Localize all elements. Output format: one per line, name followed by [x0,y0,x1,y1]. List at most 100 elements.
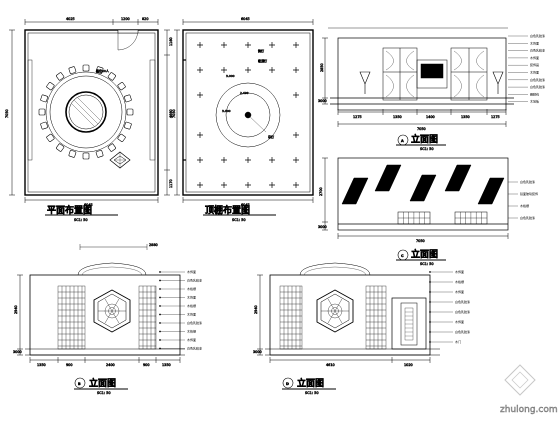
ceiling-light-icon [197,92,203,98]
plan-chair [82,64,90,72]
elev-a-dim-bottom-3: 1400 [426,115,435,119]
elev-c-dim-left-1: 2700 [319,187,323,196]
plan-chair [124,121,132,130]
elev-a-label: 木饰面 [530,40,539,45]
elev-a-letter: A [401,139,404,143]
elev-a-label: 踢脚线 [530,91,539,96]
plan-dim-left: 7050 [5,109,9,118]
elev-c-grilles [398,212,487,224]
elev-b-label: 白色乳胶漆 [187,320,202,325]
ceiling-dim-left: 7050 [172,109,176,118]
ceiling-light-icon [197,132,203,138]
elev-b-letter: B [78,382,81,386]
ceiling-light-icon [197,157,203,163]
ceiling-light-icon [221,42,227,48]
ceiling-light-icon [293,67,299,73]
elev-c-label: 白色乳胶漆 [520,215,535,220]
elev-c-label: 白色乳胶漆 [520,179,535,184]
elev-b-label: 白色乳胶漆 [187,278,202,283]
ceiling-light-icon [221,157,227,163]
elev-c-glass-panel [374,164,402,192]
elev-b-dim-bottom-4: 900 [143,363,149,367]
ceiling-light-icon [197,42,203,48]
elevation-b: 2880 2940 3000 1350 900 2400 900 1350 木饰… [13,243,202,396]
elev-d-dim-bottom-1: 4610 [326,363,335,367]
ceiling-view: 6045 3,000 2,400 3,000 筒灯 吸顶灯 吊灯 6045 70… [172,17,314,222]
elev-c-label: 木格栅 [520,203,529,208]
plan-chairs [38,64,134,160]
elev-b-label: 木饰面 [187,269,196,274]
elev-c-glass-panels [341,164,505,205]
elev-b-label: 木饰面 [187,312,196,317]
elev-c-glass-panel [409,174,437,202]
plan-chair [56,72,65,81]
elev-b-dim-bottom-1: 1350 [37,363,46,367]
elev-b-dim-top: 2880 [149,243,158,247]
elev-a-label: 木饰面 [530,55,539,60]
elev-c-dim-left-2: 3000 [318,225,327,229]
ceiling-light-icon [245,157,251,163]
ceiling-light-icon [293,42,299,48]
elevation-d: 2940 3000 4610 1020 木饰面木格栅木饰面白色乳胶漆白色乳胶漆木… [253,262,470,395]
ceiling-light-icon [293,182,299,188]
plan-chair [107,143,116,152]
ceiling-note-2: 吸顶灯 [258,58,267,63]
elev-d-label: 木饰面 [455,289,464,294]
plan-chair [95,150,104,158]
plan-chair [46,133,55,142]
elev-b-label: 木格栅 [187,286,196,291]
watermark: zhulong.com [500,364,558,415]
elev-b-title: 立面图 [89,377,116,389]
elev-a-label: 木地板 [530,99,539,104]
plan-dim-top-2: 1200 [121,17,130,21]
elev-b-dim-left-1: 2940 [14,305,18,314]
ceiling-light-icon [293,92,299,98]
elev-d-title: 立面图 [297,377,324,389]
elev-d-door [391,297,427,350]
elev-c-label: 镜面玻璃装饰 [520,191,538,196]
plan-chair [40,121,48,130]
plan-scale: SC1: 50 [74,218,88,222]
elev-c-glass-panel [444,164,472,192]
elev-c-dim-total: 7050 [416,239,425,243]
elev-a-label: 白色乳胶漆 [530,33,545,38]
ceiling-note-1: 筒灯 [258,48,264,53]
ceiling-light-icon [197,182,203,188]
elev-d-hex-ornament [321,298,349,324]
elev-c-title: 立面图 [411,248,438,260]
elev-b-lattice-panels [57,285,157,350]
plan-dim-top-1: 4025 [66,17,75,21]
elev-a-dim-left-2: 3000 [318,99,327,103]
ceiling-light-icon [269,182,275,188]
elev-b-label: 白色乳胶漆 [187,346,202,351]
ceiling-light-icon [269,67,275,73]
elev-c-letter: C [401,254,404,258]
elev-d-dim-bottom-2: 1020 [404,363,413,367]
elev-b-dim-bottom-5: 1350 [162,363,171,367]
ceiling-title: 顶棚布置图 [205,204,250,216]
elev-d-dim-left-2: 3000 [253,350,262,354]
elev-d-label: 木饰面 [455,319,464,324]
ceiling-note-3: 吊灯 [268,134,274,139]
plan-dim-bottom: 6045 [84,203,93,207]
elevation-a: 2850 3000 1275 1350 1400 1350 1275 7050 … [318,27,545,151]
elev-a-label: 白色乳胶漆 [530,77,545,82]
elev-d-label: 木门 [455,339,461,344]
elev-d-label: 白色乳胶漆 [455,309,470,314]
elev-d-scale: SC1: 50 [305,391,319,395]
elev-a-dim-bottom-5: 1275 [491,115,500,119]
plan-chair [107,72,116,81]
ceiling-light-icon [245,67,251,73]
elev-a-label: 装饰画 [530,62,539,67]
plan-chair [40,94,48,103]
elev-b-marker [74,377,86,389]
elev-a-dim-bottom-4: 1350 [461,115,470,119]
elev-b-scale: SC1: 50 [97,391,111,395]
ceiling-light-icon [221,67,227,73]
ceiling-label-2: 2,400 [240,91,249,95]
